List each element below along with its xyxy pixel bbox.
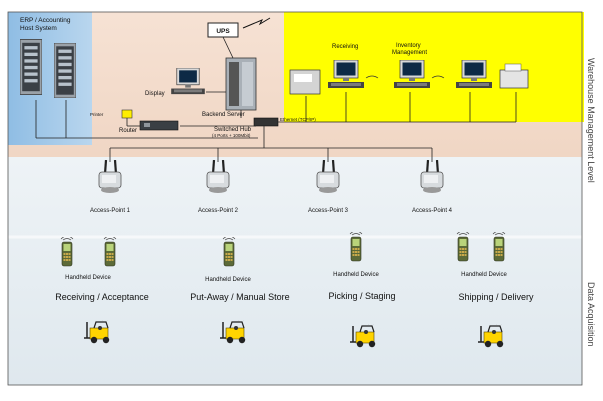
printer-label: Printer [90,112,104,117]
warehouse-level-label: Warehouse Management Level [586,58,596,183]
switched-hub-label: Switched Hub [214,127,252,133]
network-links [35,36,517,162]
access-point-label: Access-Point 3 [308,208,349,214]
erp-label: ERP / Accounting [20,17,71,24]
handheld-device-label: Handheld Device [333,272,379,278]
backend-server-label: Backend Server [202,112,245,118]
switched-hub-icon [253,117,279,127]
handheld-device-label: Handheld Device [461,272,507,278]
inventory-label-2: Management [392,50,427,56]
access-point-label: Access-Point 1 [90,208,131,214]
erp-server-rack-icon [20,38,42,96]
access-point-label: Access-Point 2 [198,208,239,214]
process-label: Picking / Staging [328,291,395,301]
handheld-device-label: Handheld Device [205,277,251,283]
access-point-label: Access-Point 4 [412,208,453,214]
ups-label: UPS [216,28,230,35]
lightning-icon [242,17,271,29]
warehouse-yellow-zone [284,12,584,122]
laser-printer-icon [499,69,529,89]
outer-frame [7,11,583,386]
erp-server-rack-icon-2 [54,43,76,98]
cable-squiggle [365,75,445,79]
process-label: Receiving / Acceptance [55,292,149,302]
ethernet-label: Ethernet (TCP/IP) [280,117,316,122]
router-icon [139,120,179,131]
process-label: Shipping / Delivery [458,292,534,302]
display-label: Display [145,91,165,97]
switched-hub-ports: (4 Ports + 100Mbit) [212,133,251,138]
data-acquisition-label: Data Acquisition [586,282,596,347]
router-label: Router [119,128,137,134]
small-printer-icon [121,109,133,119]
process-label: Put-Away / Manual Store [190,292,289,302]
erp-label-2: Host System [20,25,57,32]
inventory-label: Inventory [396,43,421,49]
receiving-label: Receiving [332,44,358,50]
handheld-device-label: Handheld Device [65,275,111,281]
data-acquisition-zone [8,157,582,385]
